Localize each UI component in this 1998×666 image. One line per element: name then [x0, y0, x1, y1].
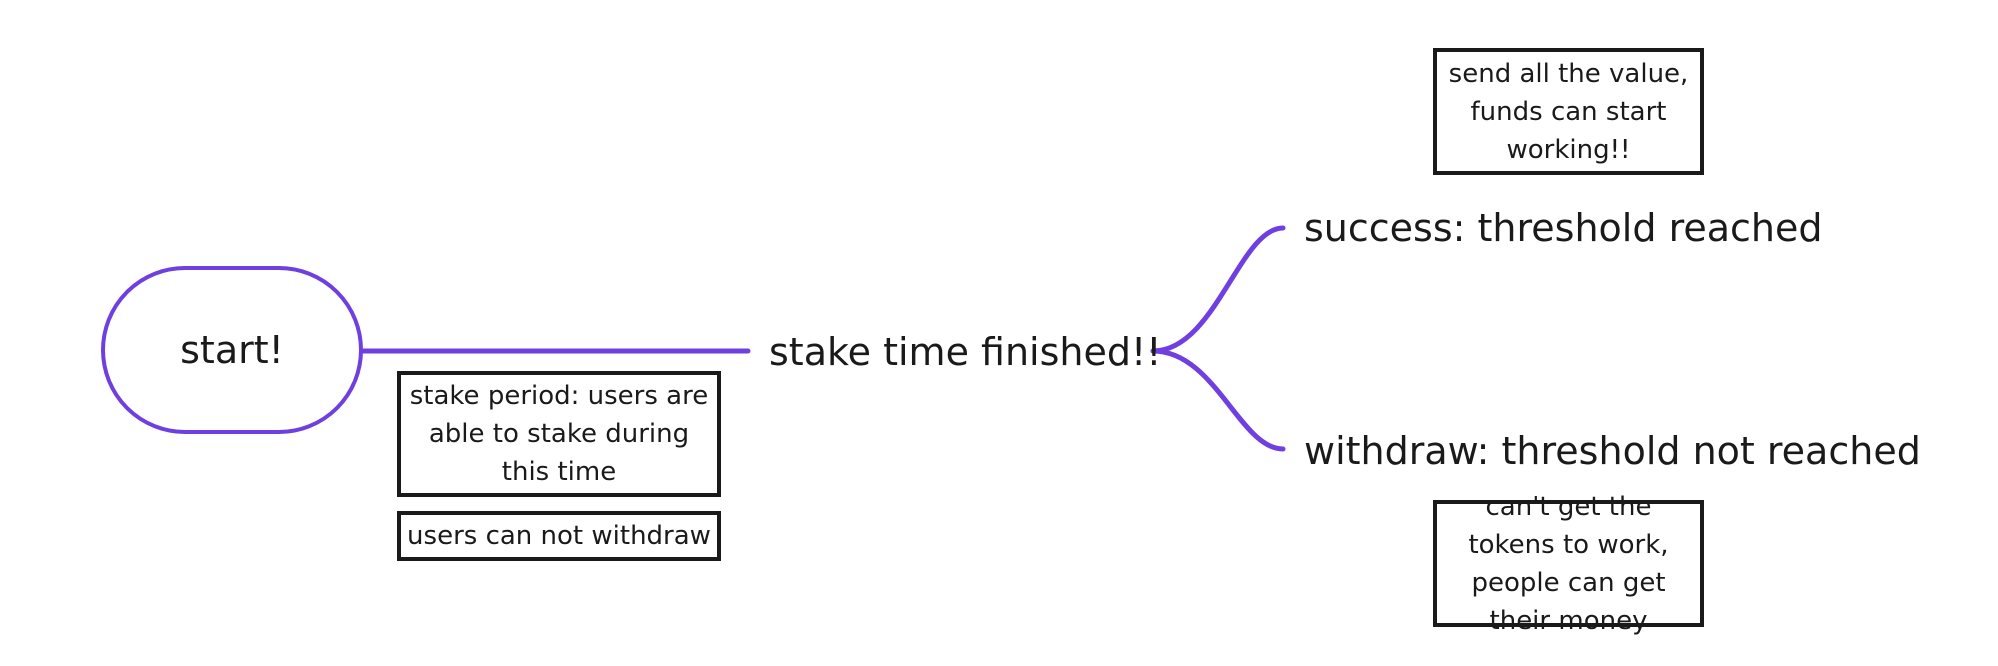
- success-note[interactable]: send all the value, funds can start work…: [1433, 48, 1704, 175]
- start-node[interactable]: start!: [101, 266, 363, 434]
- stake-period-note[interactable]: stake period: users are able to stake du…: [397, 371, 721, 497]
- connector-stake-to-success: [1150, 225, 1286, 354]
- withdraw-note-text: can't get the tokens to work, people can…: [1468, 491, 1669, 636]
- success-topic[interactable]: success: threshold reached: [1304, 209, 1823, 247]
- withdraw-note[interactable]: can't get the tokens to work, people can…: [1433, 492, 1704, 636]
- stake-finished-label: stake time finished!!: [769, 330, 1162, 374]
- success-label: success: threshold reached: [1304, 206, 1823, 250]
- withdraw-label: withdraw: threshold not reached: [1304, 429, 1921, 473]
- success-note-text: send all the value, funds can start work…: [1448, 58, 1689, 165]
- no-withdraw-note-text: users can not withdraw: [407, 521, 711, 551]
- stake-finished-topic[interactable]: stake time finished!!: [769, 333, 1161, 371]
- connector-stake-to-withdraw: [1150, 348, 1286, 452]
- start-node-label: start!: [180, 328, 284, 372]
- withdraw-topic[interactable]: withdraw: threshold not reached: [1304, 432, 1921, 470]
- no-withdraw-note[interactable]: users can not withdraw: [397, 511, 721, 561]
- stake-period-note-text: stake period: users are able to stake du…: [409, 381, 709, 487]
